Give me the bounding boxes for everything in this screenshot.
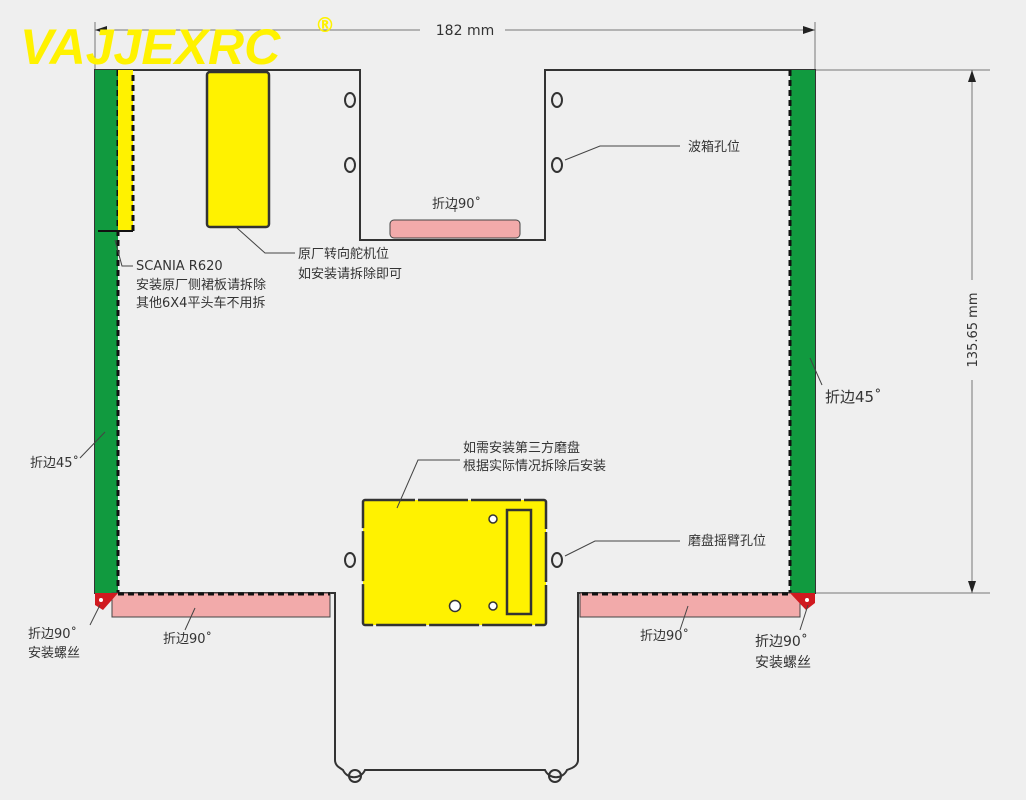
- turntable-cutout: [361, 498, 548, 627]
- mount-hole: [348, 769, 362, 783]
- hole: [488, 601, 498, 611]
- gearbox-holes: [344, 92, 563, 568]
- arm-holes-label: 磨盘摇臂孔位: [688, 533, 766, 549]
- right-corner-label-2: 安装螺丝: [755, 655, 811, 671]
- right-fold-45-label: 折边45˚: [825, 388, 882, 406]
- brand-logo: VAJJEXRC: [20, 19, 281, 75]
- registered-mark: ®: [315, 13, 335, 37]
- turntable-label-2: 根据实际情况拆除后安装: [463, 459, 606, 474]
- bottom-left-fold: [111, 592, 331, 618]
- right-fold-strip: [790, 70, 815, 593]
- left-corner-label-2: 安装螺丝: [28, 646, 80, 661]
- bottom-right-fold: [579, 592, 801, 618]
- left-fold-strip: [95, 70, 118, 593]
- bottom-right-fold-label: 折边90˚: [640, 628, 689, 644]
- scania-label-1: SCANIA R620: [136, 259, 223, 274]
- turntable-slot: [505, 508, 533, 616]
- hole: [448, 599, 462, 613]
- bottom-left-fold-label: 折边90˚: [163, 631, 212, 647]
- servo-cutout: [205, 70, 271, 229]
- turntable-label-1: 如需安装第三方磨盘: [463, 440, 580, 456]
- height-dimension: 135.65 mm: [815, 69, 990, 594]
- width-label: 182 mm: [436, 23, 494, 39]
- right-corner-tab: [790, 593, 815, 610]
- left-corner-tab: [95, 593, 118, 610]
- servo-label-1: 原厂转向舵机位: [298, 246, 389, 262]
- right-corner-label-1: 折边90˚: [755, 633, 808, 650]
- mount-hole: [548, 769, 562, 783]
- scania-label-2: 安装原厂侧裙板请拆除: [136, 278, 266, 293]
- top-fold-tab: [389, 219, 521, 239]
- width-dimension: 182 mm: [94, 22, 816, 70]
- servo-label-2: 如安装请拆除即可: [298, 266, 402, 282]
- scania-label-3: 其他6X4平头车不用拆: [136, 295, 265, 311]
- left-fold-45-label: 折边45˚: [30, 455, 79, 471]
- hole: [488, 514, 498, 524]
- height-label: 135.65 mm: [966, 293, 981, 368]
- side-skirt-strip: [118, 70, 133, 232]
- gearbox-holes-label: 波箱孔位: [688, 139, 740, 155]
- left-corner-label-1: 折边90˚: [28, 626, 77, 642]
- top-fold-label: 折边90˚: [432, 196, 481, 212]
- plate-outline: [94, 69, 816, 779]
